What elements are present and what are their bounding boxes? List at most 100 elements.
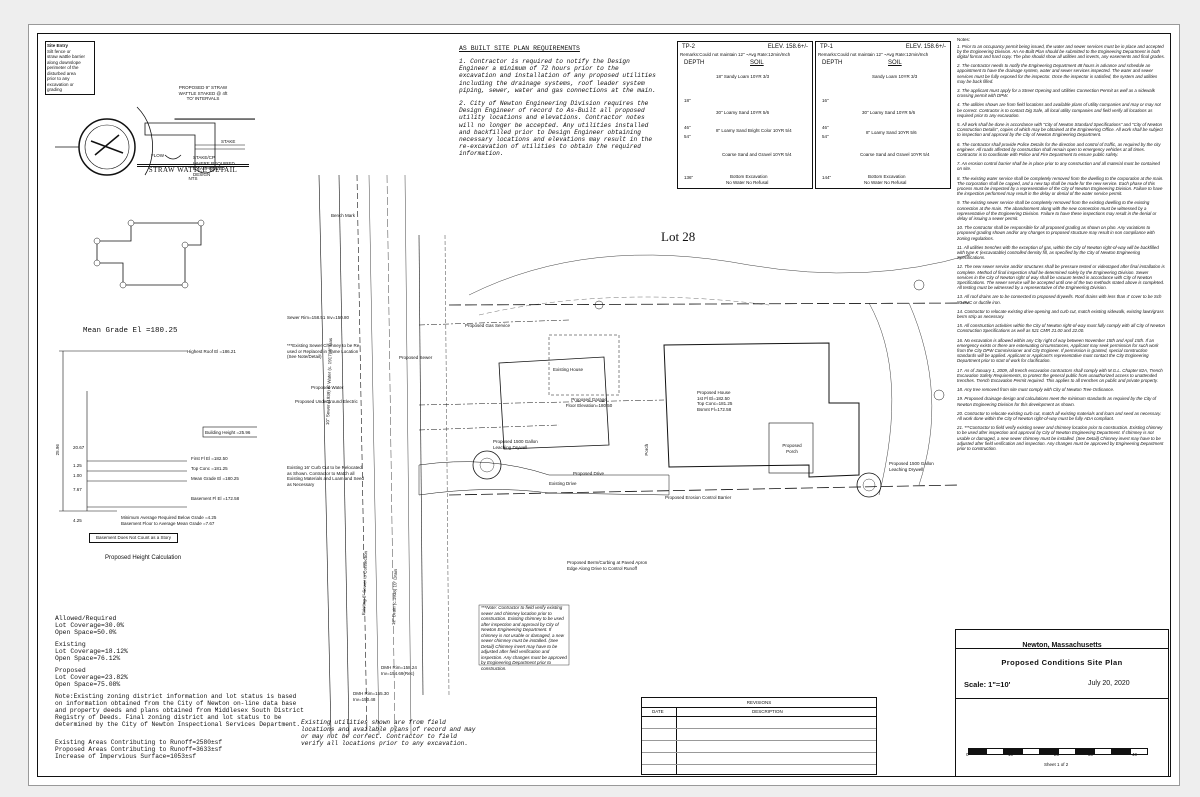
proposed-porch-label: Proposed Porch bbox=[782, 443, 802, 454]
drywell-label: Proposed 1500 Gallon Leaching Drywell bbox=[889, 461, 934, 472]
runoff-increase: Increase of Impervious Surface=1053±sf bbox=[55, 753, 197, 760]
legend-line: along downslope bbox=[47, 59, 81, 65]
wattle-label: TO' INTERVALS bbox=[186, 96, 220, 101]
runoff-existing: Existing Areas Contributing to Runoff=25… bbox=[55, 739, 223, 746]
note-item: 11. All utilities trenches with the exce… bbox=[957, 244, 1159, 261]
tp-depth: 46" bbox=[822, 125, 829, 130]
allowed-open: Open Space=50.0% bbox=[55, 629, 117, 636]
tp-soil: 30" Loamy Sand 10YR 5/6 bbox=[716, 110, 770, 115]
sewer-chimney-note: ***Existing Sewer Chimney to be Re-used … bbox=[287, 343, 361, 359]
berm-note: Proposed Berm/Curbing at Paved Apron Edg… bbox=[567, 560, 648, 571]
tp-depth: 54" bbox=[684, 134, 691, 139]
tp-elev: ELEV. 158.6+/- bbox=[767, 44, 808, 50]
bench-mark-label: Bench Mark bbox=[331, 213, 356, 218]
note-item: 1. Prior to an occupancy permit being is… bbox=[957, 43, 1165, 59]
water-label: Proposed Water bbox=[311, 385, 344, 390]
wattle-flow-label: FLOW bbox=[151, 153, 164, 158]
dim-label: 20.67 bbox=[73, 445, 85, 450]
existing-drive-label: Existing Drive bbox=[549, 481, 577, 486]
tp-col-soil: SOIL bbox=[888, 60, 902, 66]
tp-depth: 16" bbox=[822, 98, 829, 103]
dim-label: 4.25 bbox=[73, 518, 82, 523]
tp-col-depth: DEPTH bbox=[822, 60, 843, 66]
revisions-title: REVISIONS bbox=[746, 700, 772, 705]
height-calc-caption: Proposed Height Calculation bbox=[105, 555, 182, 561]
legend-line: perimeter of the bbox=[47, 65, 79, 70]
revisions-col-date: DATE bbox=[652, 709, 664, 714]
dmh-top-label: DMH Rim=158.24 Inv=154.69(Rec) bbox=[381, 665, 417, 676]
wattle-title-rule bbox=[137, 164, 249, 167]
note-item: 3. The applicant must apply for a Street… bbox=[957, 87, 1155, 99]
mean-grade-el-label: Mean Grade El =180.25 bbox=[191, 476, 239, 481]
graphic-scale bbox=[968, 742, 1148, 760]
tp-col-soil: SOIL bbox=[750, 60, 764, 66]
building-height-label: Building Height =25.96 bbox=[205, 430, 251, 435]
lot-label: Lot 28 bbox=[661, 229, 696, 244]
tp-soil: 30" Loamy Sand 10YR 5/6 bbox=[862, 110, 916, 115]
proposed-title: Proposed bbox=[55, 667, 86, 674]
wattle-side-label: STAKE/CP bbox=[193, 155, 215, 160]
note-item: 12. The new sewer service and/or structu… bbox=[957, 264, 1165, 291]
dim-label: 1.25 bbox=[73, 463, 82, 468]
wattle-side-label: WHERE REQUIRED bbox=[193, 160, 235, 166]
zoning-note: Note:Existing zoning district informatio… bbox=[55, 693, 304, 728]
tp-soil: Coarse Sand and Gravel 10YR 5/4 bbox=[860, 152, 930, 157]
legend-line: grading bbox=[47, 87, 63, 92]
house-top-conc: Top Conc=181.25 bbox=[697, 401, 733, 406]
note-item: 21. ***Contractor to field verify existi… bbox=[957, 425, 1164, 452]
basement-label: Basement Fl El =172.58 bbox=[191, 496, 240, 501]
legend-line: excavation or bbox=[47, 81, 74, 87]
height-note: Basement Floor to Average Mean Grade =7.… bbox=[121, 521, 215, 526]
note-item: 14. Contractor to relocate existing driv… bbox=[957, 308, 1164, 320]
first-floor-label: First Fl El =182.50 bbox=[191, 456, 228, 461]
dim-label: 1.00 bbox=[73, 473, 82, 478]
proposed-open: Open Space=75.08% bbox=[55, 681, 121, 688]
requirement-item: 2. City of Newton Engineering Division r… bbox=[459, 100, 653, 158]
curb-cut-note: Existing 16' Curb Cut to be Relocated as… bbox=[287, 465, 365, 487]
note-item: 19. Proposed drainage design and calcula… bbox=[957, 396, 1157, 407]
coverage-block: Allowed/Required Lot Coverage=30.0% Open… bbox=[55, 615, 128, 688]
not-story-box: Basement Does Not Count as a Story bbox=[89, 533, 179, 543]
wattle-side-label: BY APPROVED bbox=[193, 166, 225, 171]
tp-depth: 54" bbox=[822, 134, 829, 139]
legend-line: Silt fence or bbox=[47, 48, 71, 54]
tp-title: TP-1 bbox=[820, 44, 834, 50]
highest-roof-label: Highest Roof El =186.21 bbox=[187, 349, 236, 354]
requirement-item: 1. Contractor is required to notify the … bbox=[459, 58, 656, 94]
sewer-rim-label: Sewer Rim=158.51 Inv=150.80 bbox=[287, 315, 350, 320]
sewer-label: Proposed Sewer bbox=[399, 355, 433, 360]
scale-tick: 40 bbox=[1132, 752, 1138, 757]
tp-remarks: Remarks:Could not maintain 12" ~Avg Rate… bbox=[818, 52, 929, 57]
tp-soil: 18" Sandy Loam 10YR 3/3 bbox=[716, 74, 770, 79]
test-pit-tp1: TP-1 ELEV. 158.6+/- Remarks:Could not ma… bbox=[815, 41, 951, 189]
title-scale: Scale: 1"=10' bbox=[964, 680, 1011, 689]
notes-column: Notes: 1. Prior to an occupancy permit b… bbox=[957, 37, 1165, 617]
proposed-house-name: Proposed House bbox=[697, 390, 731, 395]
porch-label: Porch bbox=[644, 443, 650, 456]
title-city: Newton, Massachusetts bbox=[1022, 642, 1102, 649]
tp-soil: Sandy Loam 10YR 3/3 bbox=[872, 74, 918, 79]
requirements-block: AS BUILT SITE PLAN REQUIREMENTS 1. Contr… bbox=[459, 45, 659, 164]
tp-soil: No Water No Refusal bbox=[726, 180, 769, 185]
straw-wattle-detail: PROPOSED 9" STRAW WATTLE STAKED @ 4ft TO… bbox=[45, 65, 255, 225]
allowed-title: Allowed/Required bbox=[55, 615, 117, 622]
tp-soil: Bottom Excavation bbox=[868, 174, 906, 179]
mean-grade-label: Mean Grade El =180.25 bbox=[83, 327, 178, 335]
tp-elev: ELEV. 158.6+/- bbox=[905, 44, 946, 50]
revisions-col-desc: DESCRIPTION bbox=[752, 709, 783, 714]
height-calculation-diagram bbox=[59, 350, 257, 512]
allowed-lot: Lot Coverage=30.0% bbox=[55, 622, 125, 629]
title-sheet-name: Proposed Conditions Site Plan bbox=[1001, 658, 1123, 667]
legend-title: Site Entry bbox=[47, 43, 69, 48]
note-item: 10. The contractor shall be responsible … bbox=[957, 225, 1155, 241]
scale-tick: 0 bbox=[966, 752, 969, 757]
tp-depth: 18" bbox=[684, 98, 691, 103]
tp-soil: 8" Loamy Sand Bright Color 10YR 5/4 bbox=[716, 128, 792, 133]
utilities-note: Existing utilities shown are from field … bbox=[301, 719, 476, 747]
runoff-proposed: Proposed Areas Contributing to Runoff=36… bbox=[55, 746, 223, 753]
note-item: 15. All construction activities within t… bbox=[957, 323, 1165, 334]
note-item: 7. An erosion control barrier shall be i… bbox=[957, 161, 1160, 172]
proposed-garage-label: Proposed Garage Floor Elevation=180.50 bbox=[559, 397, 619, 408]
proposed-house-label: Proposed House 1st Fl El=182.50 Top Conc… bbox=[697, 390, 747, 412]
tp-remarks: Remarks:Could not maintain 12" ~Avg Rate… bbox=[680, 52, 791, 57]
